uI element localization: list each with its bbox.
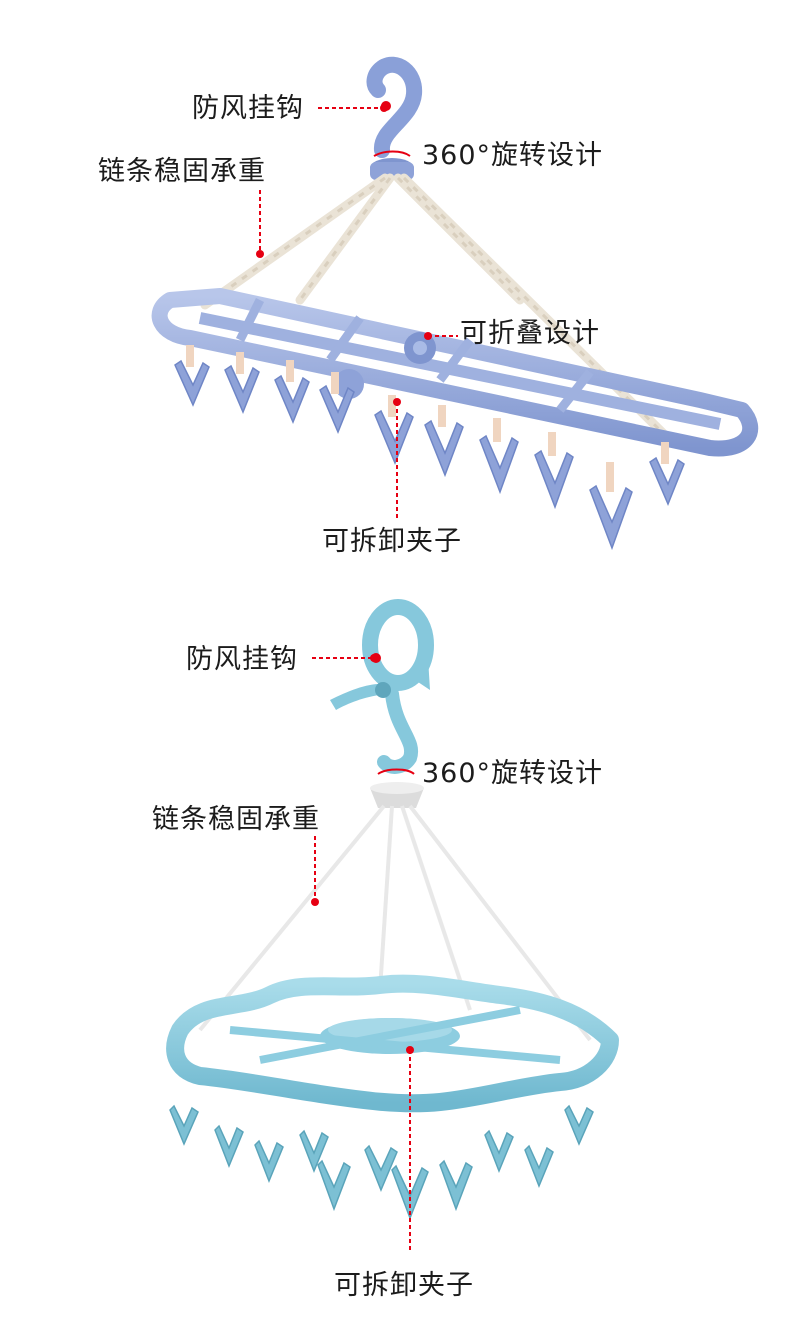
round-hanger-illustration (166, 599, 619, 1250)
hook-label: 防风挂钩 (186, 644, 298, 675)
rotation-label: 360°旋转设计 (422, 140, 604, 171)
chain-label: 链条稳固承重 (98, 156, 266, 187)
rectangular-hanger-panel: 防风挂钩 360°旋转设计 链条稳固承重 可折叠设计 可拆卸夹子 (0, 0, 790, 590)
rotation-label: 360°旋转设计 (422, 758, 604, 789)
rectangular-hanger-illustration (151, 56, 759, 551)
annotation-lines (312, 657, 411, 1250)
hanger-ring (166, 974, 619, 1113)
fold-label: 可折叠设计 (460, 318, 600, 349)
clips (174, 345, 685, 551)
strings (198, 804, 592, 1042)
swivel (370, 768, 424, 808)
round-hanger-panel: 防风挂钩 360°旋转设计 链条稳固承重 可拆卸夹子 (0, 590, 790, 1329)
hook-label: 防风挂钩 (192, 93, 304, 124)
annotation-lines (259, 107, 458, 520)
clips (169, 1104, 594, 1221)
clips-label: 可拆卸夹子 (322, 526, 462, 557)
hook (330, 599, 434, 774)
clips-label: 可拆卸夹子 (334, 1270, 474, 1301)
chain-label: 链条稳固承重 (152, 804, 320, 835)
